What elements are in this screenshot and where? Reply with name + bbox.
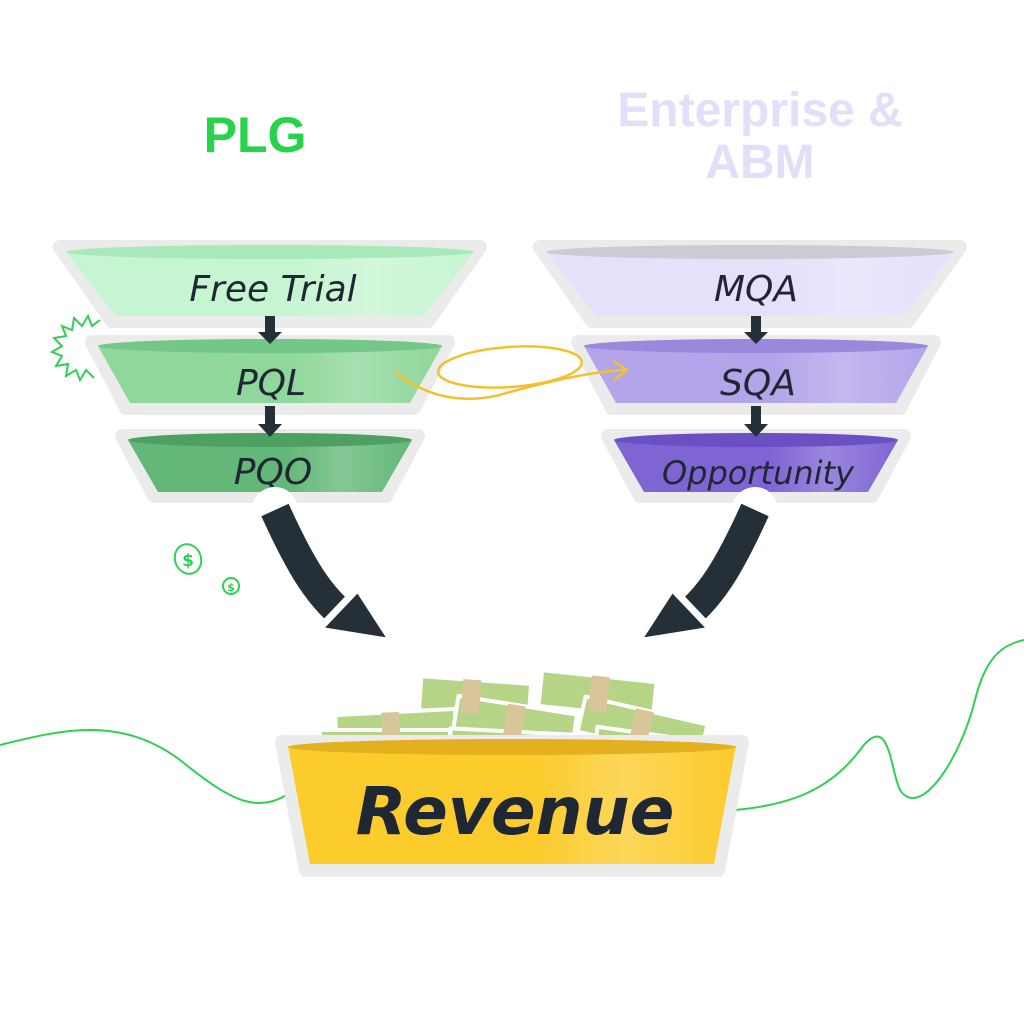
funnel-stage-pql: PQL (85, 335, 455, 415)
revenue-bucket: Revenue (275, 668, 749, 877)
down-arrow-icon (744, 316, 768, 344)
arrow-enterprise-to-revenue (633, 487, 778, 646)
funnel-stage-free-trial: Free Trial (53, 240, 487, 328)
enterprise-funnel: MQA SQA Opportunity (533, 240, 967, 503)
stage-label-sqa: SQA (720, 363, 796, 404)
stage-label-opportunity: Opportunity (662, 454, 855, 492)
plg-heading: PLG (140, 108, 370, 162)
enterprise-heading-line1: Enterprise & (617, 84, 903, 137)
funnel-stage-mqa: MQA (533, 240, 967, 328)
sparkle-icon (49, 313, 101, 383)
coin-icon: $ (173, 543, 203, 575)
down-arrow-icon (258, 406, 282, 437)
stage-label-pql: PQL (236, 363, 306, 404)
funnel-stage-pqo: PQO (115, 429, 425, 503)
stage-label-free-trial: Free Trial (189, 269, 356, 310)
plg-funnel: Free Trial PQL PQO (53, 240, 487, 503)
funnel-stage-opportunity: Opportunity (601, 429, 911, 503)
svg-text:$: $ (227, 581, 235, 594)
funnel-stage-sqa: SQA (571, 335, 941, 415)
arrow-plg-to-revenue (252, 487, 397, 646)
down-arrow-icon (744, 406, 768, 437)
talk-to-sales-connector: Talk to Sales (394, 345, 630, 401)
enterprise-heading-line2: ABM (705, 135, 815, 189)
enterprise-heading: Enterprise & ABM (580, 85, 940, 189)
plg-heading-text: PLG (203, 107, 307, 163)
svg-text:$: $ (182, 551, 194, 571)
squiggle-line (0, 639, 1024, 811)
chevron-right-icon (612, 359, 630, 381)
revenue-label: Revenue (356, 773, 675, 850)
coin-icon: $ (222, 577, 240, 595)
talk-to-sales-label: Talk to Sales (462, 358, 562, 377)
stage-label-pqo: PQO (234, 452, 312, 493)
down-arrow-icon (258, 316, 282, 344)
stage-label-mqa: MQA (714, 269, 798, 310)
